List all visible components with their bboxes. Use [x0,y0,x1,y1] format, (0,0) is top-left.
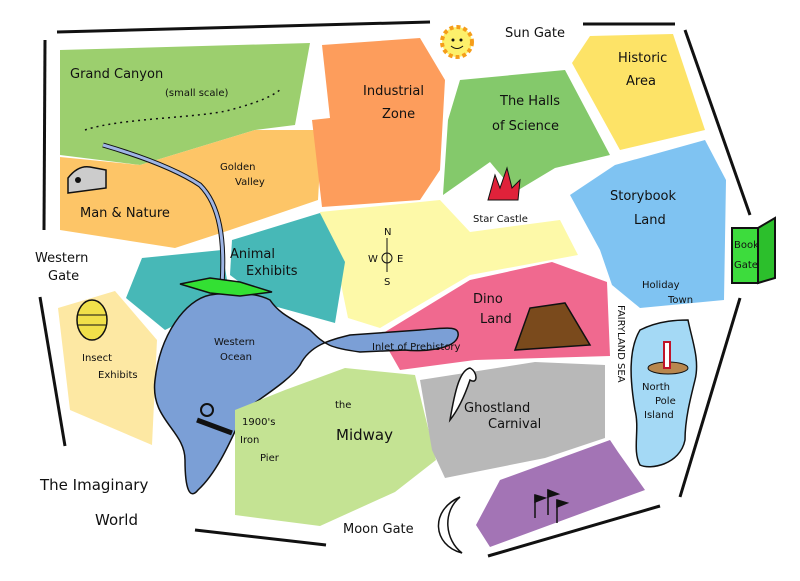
western-ocean-label: Western [214,337,255,348]
halls-of-science-label-2: of Science [492,119,559,134]
region-western-ocean[interactable] [153,292,459,495]
north-pole-icon [647,341,689,375]
iron-pier-label: 1900's [242,417,275,428]
canyon-ridge-icon [84,87,283,131]
ferris-wheel-icon [196,403,233,436]
region-midway[interactable] [235,368,436,526]
region-insect-exhibits[interactable] [58,291,157,445]
region-storybook-land[interactable] [570,140,726,308]
book-gate-label-2[interactable]: Gate [734,260,758,271]
beehive-icon [76,299,108,341]
midway-label-small: the [335,400,351,411]
grand-canyon-label: Grand Canyon [70,67,163,82]
region-historic-area[interactable] [572,34,705,150]
park-boundary [38,20,752,558]
moon-icon [437,496,463,554]
man-nature-label: Man & Nature [80,206,170,221]
dino-land-label-2: Land [480,312,512,327]
historic-area-label-2: Area [626,74,656,89]
region-halls-of-science[interactable] [443,70,610,195]
compass-n: N [384,227,391,238]
ghost-icon [448,367,477,423]
compass-s: S [384,277,390,288]
halls-of-science-label: The Halls [499,94,560,109]
iron-pier-label-3: Pier [260,453,280,464]
fairyland-sea-label: FAIRYLAND SEA [615,305,626,383]
title-line1: The Imaginary [39,476,148,494]
flags-icon [534,488,570,523]
region-north-pole-island[interactable] [630,319,698,468]
region-center[interactable] [320,200,578,328]
inlet-label: Inlet of Prehistory [372,342,461,353]
storybook-land-label-2: Land [634,213,666,228]
midway-label: Midway [336,426,393,444]
sun-icon [440,25,474,59]
western-gate-label-2[interactable]: Gate [48,269,79,284]
star-castle-icon [487,166,521,201]
animal-exhibits-label: Animal [230,247,275,262]
insect-exhibits-label: Insect [82,353,112,364]
golden-valley-label-2: Valley [235,177,265,188]
region-man-and-nature[interactable] [60,130,322,248]
compass-w: W [368,254,378,265]
north-pole-label: North [642,382,670,393]
animal-exhibits-label-2: Exhibits [246,264,298,279]
industrial-zone-label-2: Zone [382,107,415,122]
storybook-land-label: Storybook [610,189,677,204]
barn-icon [67,165,107,194]
holiday-town-label-2: Town [667,295,693,306]
moon-gate-label[interactable]: Moon Gate [343,522,414,537]
region-industrial-zone[interactable] [312,38,445,207]
sun-gate-label[interactable]: Sun Gate [505,26,565,41]
north-pole-label-3: Island [644,410,674,421]
golden-valley-label: Golden [220,162,255,173]
north-pole-label-2: Pole [655,396,676,407]
holiday-town-label: Holiday [642,280,680,291]
book-gate-icon[interactable] [731,216,776,285]
western-gate-label[interactable]: Western [35,251,88,266]
insect-exhibits-label-2: Exhibits [98,370,138,381]
iron-pier-label-2: Iron [240,435,259,446]
grand-canyon-note: (small scale) [165,88,228,99]
dino-land-label: Dino [473,292,503,307]
star-castle-label: Star Castle [473,214,528,225]
ghostland-label: Ghostland [464,401,530,416]
title-line2: World [95,511,138,529]
historic-area-label: Historic [618,51,667,66]
alligator-icon [179,277,273,297]
compass-e: E [397,254,403,265]
book-gate-label[interactable]: Book [734,240,759,251]
region-grand-canyon[interactable] [60,43,310,165]
volcano-icon [513,302,592,351]
industrial-zone-label: Industrial [363,84,424,99]
western-ocean-label-2: Ocean [220,352,252,363]
ghostland-label-2: Carnival [488,417,541,432]
compass-icon [381,238,393,272]
region-purple-flags[interactable] [476,440,645,547]
